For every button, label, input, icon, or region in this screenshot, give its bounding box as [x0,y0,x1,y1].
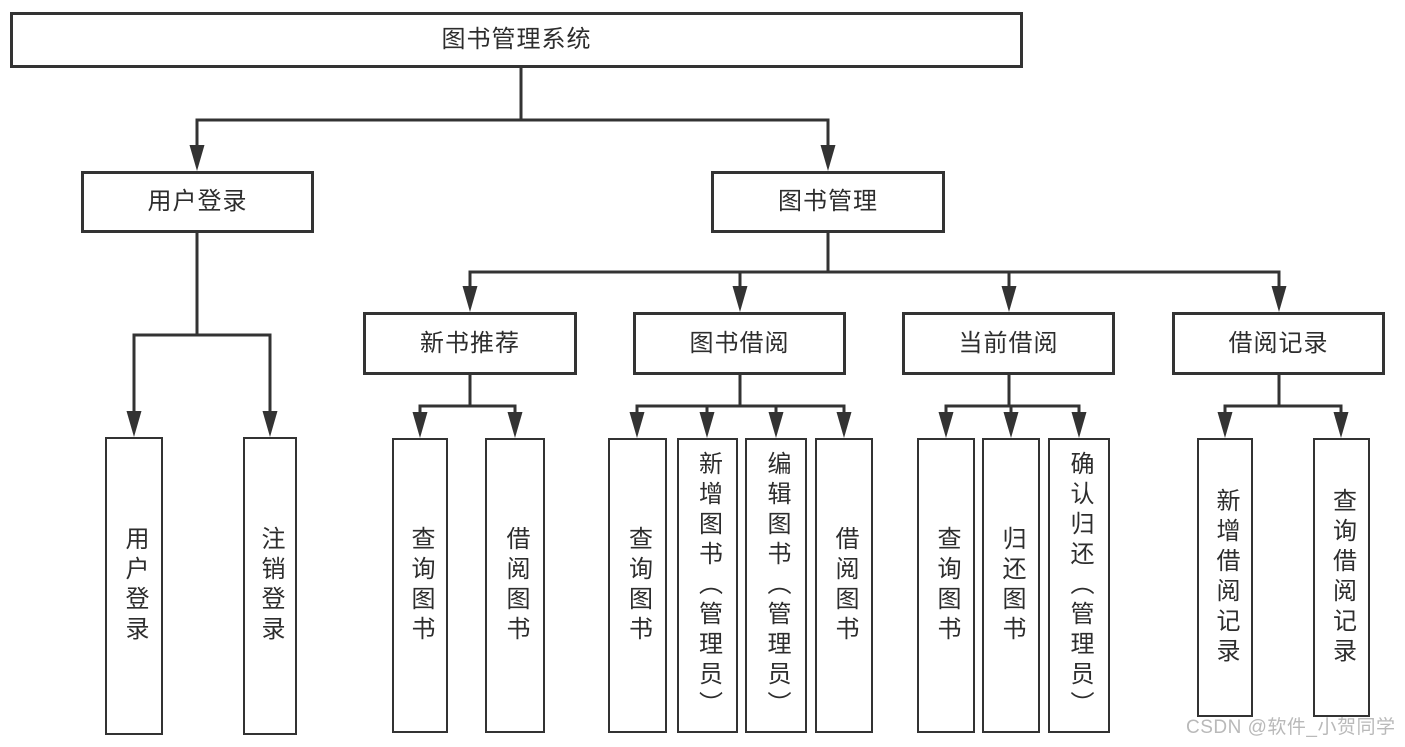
arrowhead-to-cur-return [1003,412,1019,438]
node-label-book-borrow: 图书借阅 [689,329,790,357]
node-cur-confirm: 确认归还（管理员） [1048,438,1110,733]
arrowhead-to-current-borrow [1001,286,1017,312]
node-label-user-login: 用户登录 [121,526,148,646]
node-borrow-query: 查询图书 [608,438,667,733]
node-label-borrow-records: 借阅记录 [1228,329,1329,357]
arrowhead-to-logout [262,411,278,437]
watermark: CSDN @软件_小贺同学 [1186,717,1396,738]
node-current-borrow: 当前借阅 [902,312,1115,375]
node-rec-borrow: 借阅图书 [485,438,545,733]
node-root: 图书管理系统 [10,12,1023,68]
node-label-borrow-add: 新增图书（管理员） [694,450,722,721]
node-book-borrow: 图书借阅 [633,312,846,375]
node-rec-query: 查询图书 [392,438,448,733]
arrowhead-to-borrow-add [699,412,715,438]
node-label-record-add: 新增借阅记录 [1212,487,1239,668]
node-label-record-query: 查询借阅记录 [1328,487,1356,668]
arrowhead-to-book-borrow [732,286,748,312]
node-cur-query: 查询图书 [917,438,975,733]
arrowhead-to-new-book-rec [462,286,478,312]
node-label-root: 图书管理系统 [441,26,592,53]
node-label-borrow-edit: 编辑图书（管理员） [763,450,790,721]
arrowhead-to-cur-confirm [1071,412,1087,438]
node-label-rec-query: 查询图书 [407,525,434,646]
node-record-query: 查询借阅记录 [1313,438,1370,717]
arrowhead-to-user-login [126,411,142,437]
node-label-cur-return: 归还图书 [998,525,1025,646]
node-cur-return: 归还图书 [982,438,1040,733]
node-label-cur-confirm: 确认归还（管理员） [1066,450,1093,721]
node-borrow-borrow: 借阅图书 [815,438,873,733]
arrowhead-to-borrow-query [629,412,645,438]
node-label-current-borrow: 当前借阅 [958,329,1059,357]
arrowhead-to-record-add [1217,412,1233,438]
arrowhead-to-cur-query [938,412,954,438]
node-label-cur-query: 查询图书 [933,525,960,646]
arrowhead-to-rec-borrow [507,412,523,438]
node-borrow-records: 借阅记录 [1172,312,1385,375]
node-user-login: 用户登录 [105,437,163,735]
node-borrow-add: 新增图书（管理员） [677,438,738,733]
node-new-book-rec: 新书推荐 [363,312,577,375]
node-book-module: 图书管理 [711,171,945,233]
node-label-book-module: 图书管理 [778,188,878,215]
arrowhead-to-borrow-records [1271,286,1287,312]
node-logout: 注销登录 [243,437,297,735]
arrowhead-to-borrow-edit [768,412,784,438]
arrowhead-to-borrow-borrow [836,412,852,438]
arrowhead-to-login-module [189,145,205,171]
node-label-rec-borrow: 借阅图书 [502,525,529,646]
arrowhead-to-book-module [820,145,836,171]
node-label-borrow-borrow: 借阅图书 [831,525,858,646]
node-label-logout: 注销登录 [257,526,284,646]
node-label-login-module: 用户登录 [147,188,248,215]
node-label-borrow-query: 查询图书 [624,525,652,646]
arrowhead-to-record-query [1333,412,1349,438]
node-borrow-edit: 编辑图书（管理员） [745,438,807,733]
node-record-add: 新增借阅记录 [1197,438,1253,717]
node-label-new-book-rec: 新书推荐 [420,329,520,357]
node-login-module: 用户登录 [81,171,314,233]
arrowhead-to-rec-query [412,412,428,438]
